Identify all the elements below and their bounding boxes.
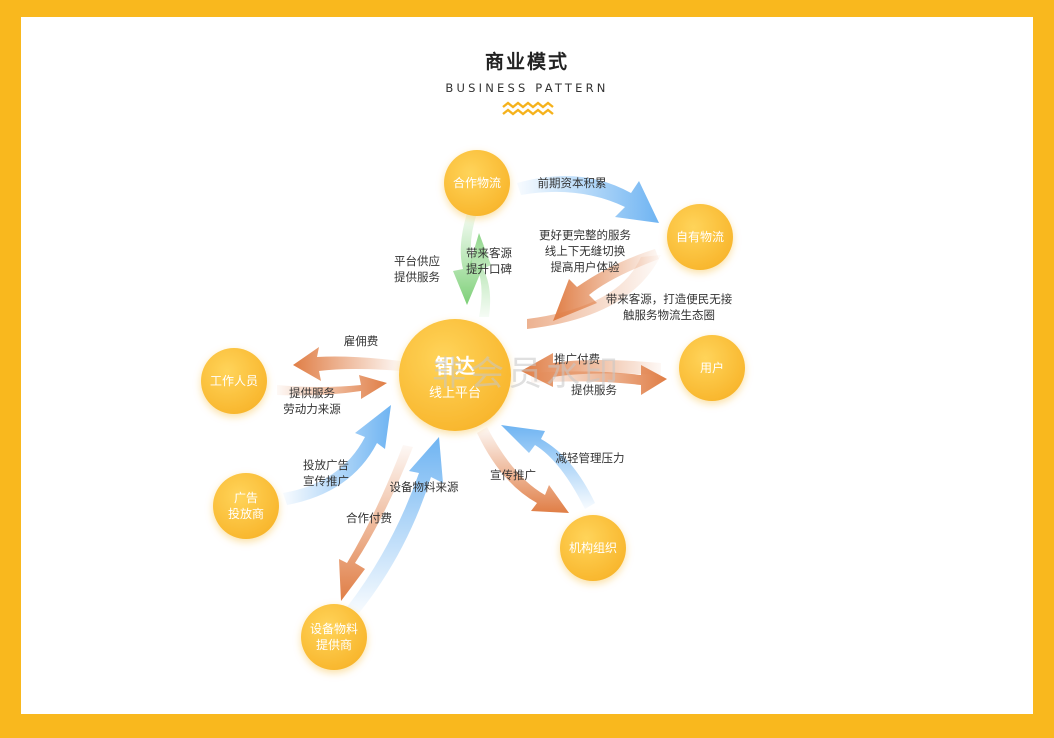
node-ziyou: 自有物流 (667, 204, 733, 270)
edge-label-hezuofu: 合作付费 (346, 511, 392, 525)
edge-label-dailai1: 带来客源 (466, 246, 512, 260)
node-label: 机构组织 (569, 540, 617, 555)
edge-label-xuanchuan: 宣传推广 (490, 468, 536, 482)
edge-label-jianqing: 减轻管理压力 (556, 451, 625, 465)
arrow-yonghu-to-hub (521, 353, 661, 387)
hub-sub-label: 线上平台 (429, 386, 481, 401)
node-label: 广告 (234, 491, 258, 505)
content-card: 商业模式 BUSINESS PATTERN 前期资本积累更好更 (21, 17, 1033, 714)
arrow-jigou-to-hub (501, 425, 595, 509)
node-gongzuo: 工作人员 (201, 348, 267, 414)
node-label: 合作物流 (453, 175, 501, 190)
arrow-ziyou-to-orange-head (553, 249, 659, 321)
arrow-hezuo-to-hub-green (453, 213, 483, 305)
node-label: 自有物流 (676, 230, 724, 244)
arrow-hub-to-gongzuo (293, 347, 401, 381)
edge-label-tuiguang: 推广付费 (554, 352, 600, 366)
page-subtitle: BUSINESS PATTERN (445, 81, 608, 95)
node-circle (213, 473, 279, 539)
edge-label-toufang: 宣传推广 (303, 474, 349, 488)
edge-label-pingtai: 提供服务 (394, 270, 440, 284)
arrow-guanggao-to-hub (283, 405, 391, 505)
node-label: 设备物料 (310, 622, 358, 636)
node-circle (201, 348, 267, 414)
flow-arrows (277, 175, 667, 613)
arrow-hub-to-jigou (477, 427, 569, 513)
edge-label-dailai1: 提升口碑 (466, 262, 512, 276)
node-hezuo: 合作物流 (444, 150, 510, 216)
edge-label-laowu: 提供服务 (289, 386, 335, 400)
edge-label-qianqi: 前期资本积累 (538, 176, 607, 190)
arrow-gongzuo-to-hub (277, 375, 387, 399)
edge-label-genghao: 提高用户体验 (551, 260, 620, 274)
arrow-hub-to-shebei (339, 445, 413, 601)
node-label: 用户 (700, 360, 724, 375)
edge-label-genghao: 线上下无缝切换 (545, 244, 626, 258)
arrow-hub-to-hezuo-green (469, 233, 491, 317)
node-yonghu: 用户 (679, 335, 745, 401)
node-circle (560, 515, 626, 581)
hub-circle (399, 319, 511, 431)
node-circle (444, 150, 510, 216)
edge-label-toufang: 投放广告 (303, 458, 349, 472)
watermark: 非会员水印 (432, 354, 622, 394)
hub-node (399, 319, 511, 431)
page-title: 商业模式 (485, 50, 569, 73)
edge-label-genghao: 更好更完整的服务 (539, 228, 631, 242)
node-circle (667, 204, 733, 270)
arrow-shebei-to-hub (347, 437, 443, 613)
hub-main-label: 智达 (435, 354, 475, 378)
edge-label-laowu: 劳动力来源 (283, 402, 341, 416)
node-label: 提供商 (316, 637, 352, 652)
edge-label-dailai2: 触服务物流生态圈 (623, 308, 715, 322)
node-label: 工作人员 (210, 374, 258, 388)
edge-label-dailai2: 带来客源，打造便民无接 (606, 292, 733, 306)
node-jigou: 机构组织 (560, 515, 626, 581)
zigzag-decoration (502, 101, 554, 116)
edge-label-pingtai: 平台供应 (394, 254, 440, 268)
edge-label-guyong: 雇佣费 (344, 334, 379, 348)
edge-label-tigong: 提供服务 (571, 383, 617, 397)
arrow-hezuo-to-ziyou (517, 175, 659, 223)
node-circle (679, 335, 745, 401)
node-circle (301, 604, 367, 670)
edge-label-shebeily: 设备物料来源 (390, 480, 459, 494)
edge-labels: 前期资本积累更好更完整的服务线上下无缝切换提高用户体验带来客源，打造便民无接触服… (283, 176, 732, 525)
node-label: 投放商 (228, 506, 264, 521)
